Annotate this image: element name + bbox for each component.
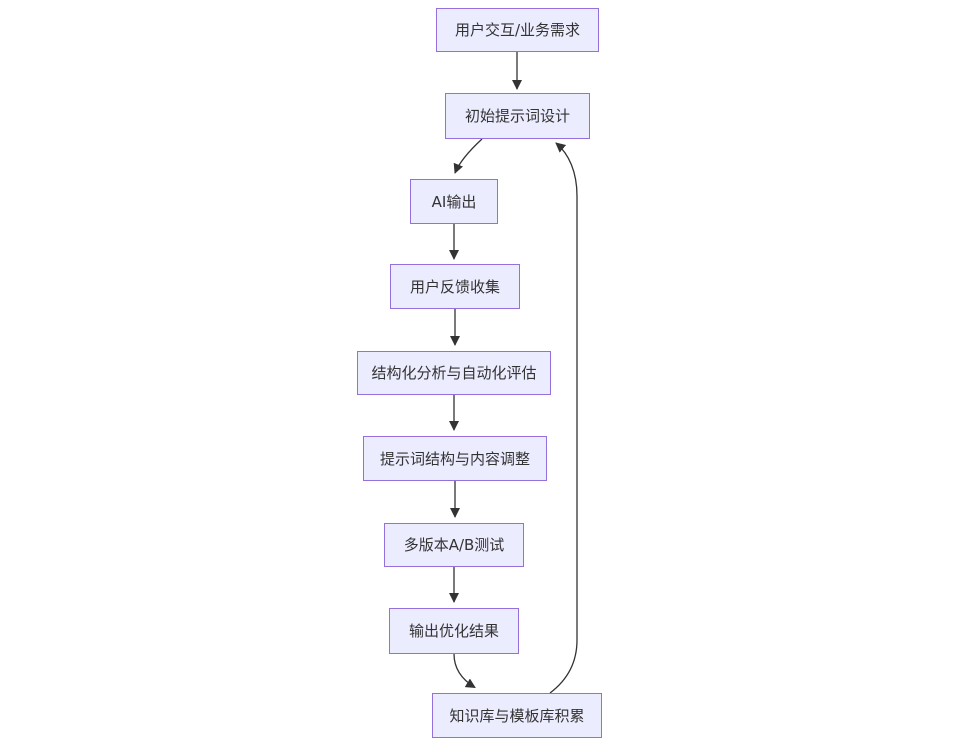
flow-node-label: 输出优化结果 [408,622,499,640]
edge-initial-prompt-to-ai-output [453,138,483,174]
flow-node-optimized-output: 输出优化结果 [389,608,519,654]
flow-node-label: 用户交互/业务需求 [454,21,581,39]
flow-node-label: 提示词结构与内容调整 [379,449,530,468]
flow-node-label: 初始提示词设计 [464,107,570,125]
edge-knowledge-base-loop-to-initial-prompt [549,142,578,694]
flow-node-user-requirements: 用户交互/业务需求 [436,8,599,52]
flow-node-structured-analysis: 结构化分析与自动化评估 [357,351,551,395]
flow-node-ab-testing: 多版本A/B测试 [384,523,524,567]
flow-node-ai-output: AI输出 [410,179,498,224]
edge-optimized-output-to-knowledge-base [453,653,476,689]
flow-node-user-feedback: 用户反馈收集 [390,264,520,309]
flow-node-label: 知识库与模板库积累 [449,706,585,725]
flow-node-label: 多版本A/B测试 [403,536,505,554]
flow-node-label: 结构化分析与自动化评估 [371,364,537,382]
flow-node-prompt-adjustment: 提示词结构与内容调整 [363,436,547,481]
flow-node-initial-prompt-design: 初始提示词设计 [445,93,590,139]
flow-node-label: AI输出 [431,192,477,211]
flow-node-knowledge-base: 知识库与模板库积累 [432,693,602,738]
flow-node-label: 用户反馈收集 [409,277,500,296]
